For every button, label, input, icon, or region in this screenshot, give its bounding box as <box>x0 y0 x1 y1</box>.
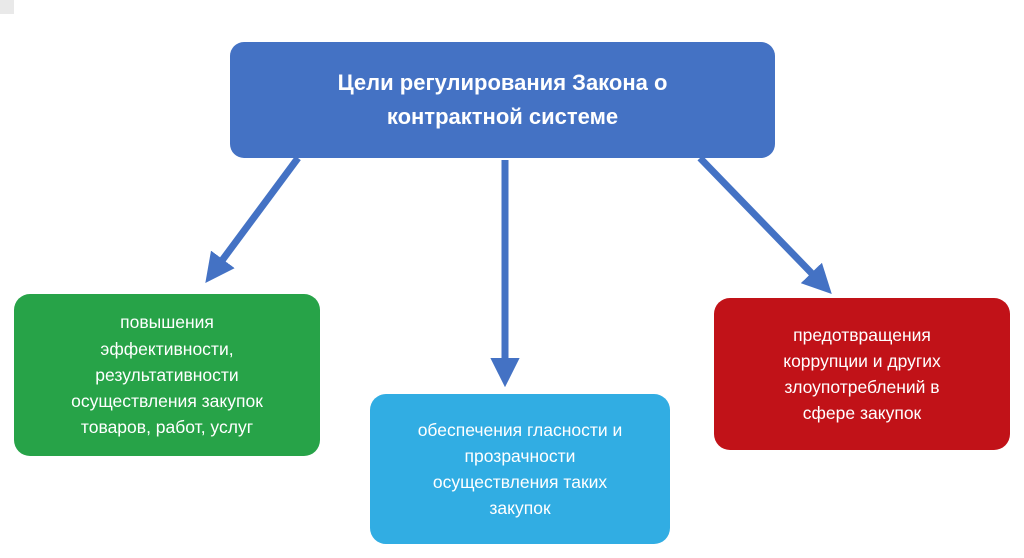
corner-artifact <box>0 0 14 14</box>
node-efficiency: повышения эффективности, результативност… <box>14 294 320 456</box>
root-node: Цели регулирования Закона о контрактной … <box>230 42 775 158</box>
arrow-to-efficiency-node <box>205 155 301 283</box>
node-transparency-label: обеспечения гласности и прозрачности осу… <box>417 419 623 519</box>
node-efficiency-label: повышения эффективности, результативност… <box>71 312 263 438</box>
arrow-to-anticorruption-node <box>697 155 832 295</box>
root-node-label: Цели регулирования Закона о контрактной … <box>337 69 668 129</box>
node-transparency: обеспечения гласности и прозрачности осу… <box>370 394 670 544</box>
node-anticorruption: предотвращения коррупции и других злоупо… <box>714 298 1010 450</box>
node-anticorruption-label: предотвращения коррупции и других злоупо… <box>783 324 941 424</box>
